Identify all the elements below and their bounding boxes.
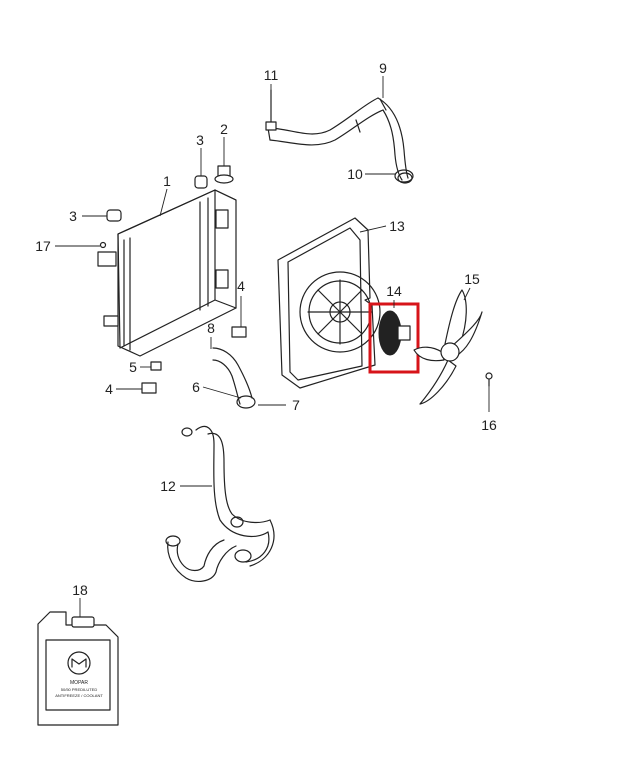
clip-5	[150, 361, 162, 371]
callout-3-top: 3	[196, 132, 204, 148]
radiator-cap-2	[214, 165, 234, 184]
fan-blade	[413, 289, 483, 405]
callout-16: 16	[481, 417, 497, 433]
bolt-17	[99, 241, 107, 249]
callout-labels: 11 9 10 2 3 1 3 17 13 4 14 15 8 5 4 6 7 …	[35, 60, 497, 598]
callout-17: 17	[35, 238, 51, 254]
fan-shroud	[277, 217, 381, 389]
callout-5: 5	[129, 359, 137, 375]
bracket-4-bottom	[141, 382, 157, 394]
callout-4-right: 4	[237, 278, 245, 294]
callout-7: 7	[292, 397, 300, 413]
callout-4-bottom: 4	[105, 381, 113, 397]
lower-radiator-hose	[165, 425, 275, 582]
fan-bolt-16	[485, 372, 493, 387]
callout-11: 11	[264, 67, 279, 83]
upper-radiator-hose	[267, 97, 413, 184]
callout-14: 14	[386, 283, 402, 299]
callout-15: 15	[464, 271, 480, 287]
radiator	[97, 189, 237, 357]
leader-lines	[55, 76, 490, 617]
callout-8: 8	[207, 320, 215, 336]
callout-10: 10	[347, 166, 363, 182]
lower-short-hose	[212, 347, 256, 409]
jug-label-line2: ANTIFREEZE / COOLANT	[55, 693, 103, 698]
coolant-jug	[37, 611, 119, 726]
callout-12: 12	[160, 478, 176, 494]
hose-fitting-11	[265, 89, 277, 131]
jug-brand: MOPAR	[70, 680, 88, 686]
callout-1: 1	[163, 173, 171, 189]
callout-9: 9	[379, 60, 387, 76]
callout-2: 2	[220, 121, 228, 137]
callout-6: 6	[192, 379, 200, 395]
isolator-3-top	[194, 175, 208, 189]
callout-18: 18	[72, 582, 88, 598]
callout-3-left: 3	[69, 208, 77, 224]
callout-13: 13	[389, 218, 405, 234]
jug-label-line1: 50/50 PREDILUTED	[61, 687, 98, 692]
hose-clamp-10	[394, 169, 414, 183]
fan-clutch	[378, 310, 411, 356]
isolator-3-left	[106, 209, 122, 222]
bracket-4-right	[231, 326, 247, 338]
